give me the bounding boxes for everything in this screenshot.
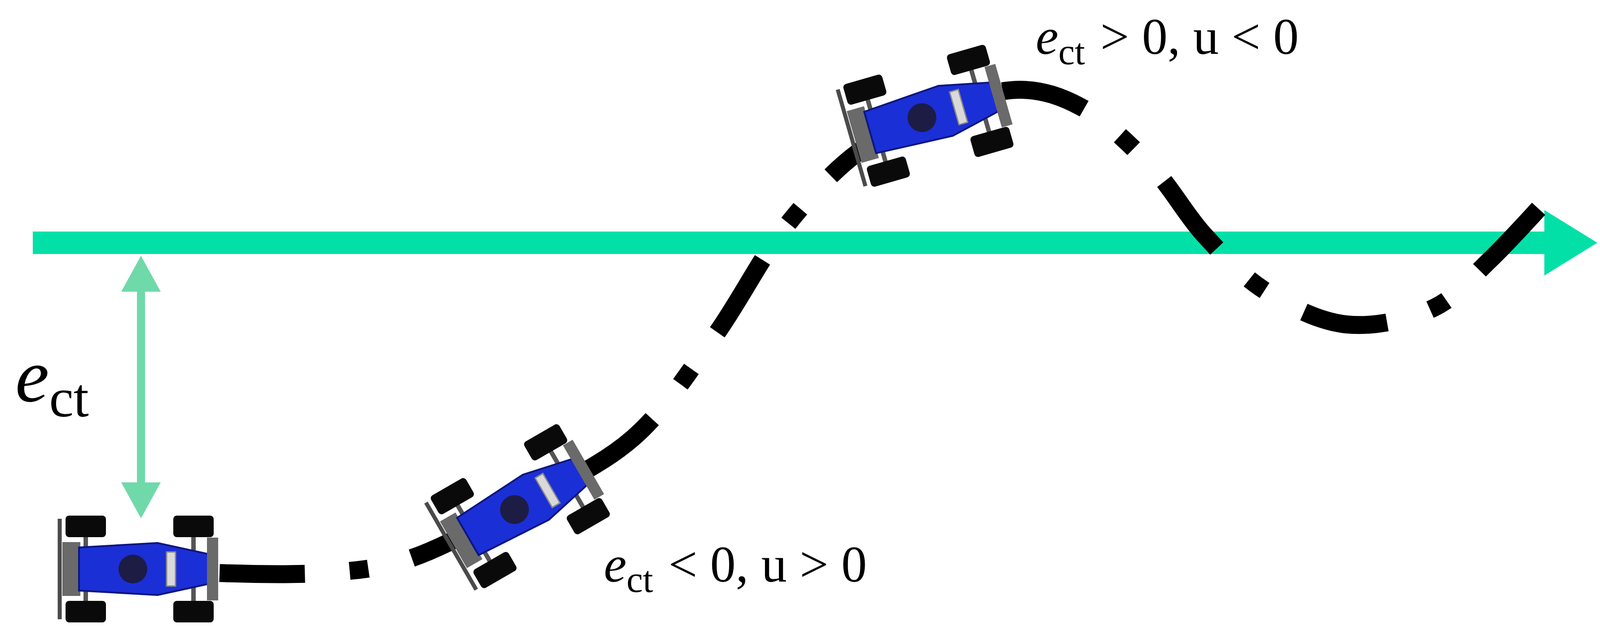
sign-condition: < 0, u > 0: [668, 536, 867, 594]
rear-wing: [57, 518, 62, 620]
wheel: [842, 73, 888, 106]
driver: [494, 490, 534, 530]
windshield: [166, 552, 176, 587]
front-bumper: [984, 63, 1013, 128]
reference-path: [32, 231, 1549, 255]
symbol-subscript: ct: [1058, 31, 1086, 73]
race-car: [424, 420, 616, 593]
car-body: [862, 70, 1007, 158]
symbol-subscript: ct: [626, 559, 654, 601]
race-car: [59, 515, 219, 623]
front-bumper: [206, 537, 219, 601]
wheel: [865, 155, 911, 188]
error-symbol: e: [603, 536, 627, 594]
formula-label: ect: [15, 329, 89, 432]
wheel: [565, 496, 611, 537]
wheel: [969, 126, 1015, 159]
driver: [904, 100, 940, 136]
wheel: [65, 515, 106, 538]
symbol-subscript: ct: [48, 367, 89, 429]
vehicle-trajectory: [219, 89, 1562, 575]
reference-arrowhead: [1544, 210, 1598, 276]
error-symbol: e: [15, 333, 49, 418]
windshield: [535, 473, 560, 508]
error-dimension: [136, 287, 146, 488]
sign-condition: > 0, u < 0: [1100, 8, 1299, 66]
wheel: [522, 422, 569, 462]
front-bumper: [562, 439, 605, 501]
wheel: [173, 515, 214, 538]
wheel: [945, 43, 991, 76]
dimension-arrowhead: [121, 255, 161, 292]
wheel: [173, 601, 214, 623]
dimension-arrowhead: [121, 482, 161, 519]
car-body: [79, 543, 214, 596]
chassis: [62, 542, 81, 597]
formula-label: ect < 0, u > 0: [603, 534, 867, 603]
race-car: [836, 42, 1019, 190]
formula-label: ect > 0, u < 0: [1035, 6, 1299, 75]
windshield: [949, 89, 968, 125]
driver: [118, 554, 148, 584]
error-symbol: e: [1035, 8, 1059, 66]
wheel: [65, 601, 106, 623]
